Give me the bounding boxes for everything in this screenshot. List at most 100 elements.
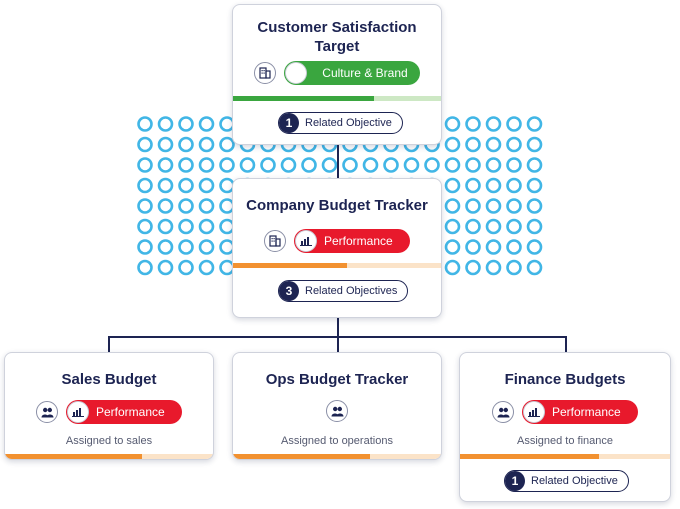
decorative-dot [137, 157, 153, 173]
progress-fill [233, 96, 375, 101]
progress-bar [5, 454, 213, 459]
team-people-icon [492, 401, 514, 423]
decorative-dot [137, 259, 153, 276]
decorative-dot [137, 136, 153, 153]
decorative-dot [506, 239, 522, 255]
decorative-dot [362, 157, 379, 173]
decorative-dot [178, 259, 194, 276]
decorative-dot [137, 218, 153, 235]
progress-fill [460, 454, 599, 459]
decorative-dot [178, 157, 194, 173]
decorative-dot [506, 136, 522, 153]
decorative-dot [198, 198, 215, 214]
decorative-dot [485, 177, 502, 194]
decorative-dot [198, 157, 215, 173]
assigned-to-label: Assigned to sales [65, 435, 153, 447]
decorative-dot [239, 157, 256, 173]
team-people-icon [326, 400, 348, 422]
related-objectives-badge[interactable]: 1 Related Objective [504, 470, 629, 492]
decorative-dot [157, 157, 174, 173]
decorative-dot [485, 157, 502, 173]
decorative-dot [526, 116, 543, 132]
decorative-dot [198, 239, 215, 255]
decorative-dot [444, 136, 461, 153]
category-label: Culture & Brand [322, 66, 408, 80]
related-label: Related Objective [531, 475, 618, 487]
decorative-dot [465, 218, 481, 235]
decorative-dot [137, 177, 153, 194]
decorative-dot [444, 177, 461, 194]
related-count: 1 [505, 471, 525, 491]
assigned-to-label: Assigned to operations [281, 435, 393, 447]
decorative-dot [506, 177, 522, 194]
category-label: Performance [324, 234, 393, 248]
decorative-dot [198, 218, 215, 235]
category-label: Performance [552, 405, 621, 419]
card-title: Finance Budgets [504, 371, 626, 388]
decorative-dot [260, 157, 276, 173]
performance-chart-icon [523, 401, 545, 423]
decorative-dot [137, 239, 153, 255]
progress-fill [233, 454, 371, 459]
decorative-dot [526, 157, 543, 173]
decorative-dot [219, 136, 235, 153]
decorative-dot [506, 116, 522, 132]
category-label: Performance [96, 405, 165, 419]
decorative-dot [465, 198, 481, 214]
decorative-dot [506, 198, 522, 214]
decorative-dot [485, 198, 502, 214]
progress-fill [5, 454, 143, 459]
decorative-dot [178, 177, 194, 194]
decorative-dot [157, 136, 174, 153]
objective-card-company-budget[interactable]: Company Budget Tracker Performance 3 Rel… [232, 178, 442, 318]
category-pill[interactable]: Performance [294, 229, 410, 253]
decorative-dot [465, 239, 481, 255]
related-count: 3 [279, 281, 299, 301]
decorative-dot [403, 157, 420, 173]
assigned-to-label: Assigned to finance [516, 435, 613, 447]
decorative-dot [526, 177, 543, 194]
decorative-dot [485, 136, 502, 153]
decorative-dot [219, 157, 235, 173]
decorative-dot [157, 259, 174, 276]
decorative-dot [465, 116, 481, 132]
card-title-line2: Target [314, 38, 360, 55]
card-tags [233, 400, 441, 422]
objective-card-sales-budget[interactable]: Sales Budget Performance Assigned to sal… [4, 352, 214, 460]
decorative-dot [157, 239, 174, 255]
related-objectives-badge[interactable]: 1 Related Objective [278, 112, 403, 134]
decorative-dot [178, 239, 194, 255]
related-objectives-badge[interactable]: 3 Related Objectives [278, 280, 409, 302]
category-pill[interactable]: Performance [522, 400, 638, 424]
decorative-dot [485, 259, 502, 276]
card-tags: Culture & Brand [233, 61, 441, 85]
decorative-dot [444, 259, 461, 276]
progress-bar [233, 263, 441, 268]
performance-chart-icon [67, 401, 89, 423]
category-pill[interactable]: Culture & Brand [284, 61, 420, 85]
decorative-dot [444, 239, 461, 255]
company-building-icon [254, 62, 277, 84]
card-title: Customer Satisfaction Target [233, 18, 441, 56]
decorative-dot [485, 116, 502, 132]
objective-card-finance-budgets[interactable]: Finance Budgets Performance Assigned to … [459, 352, 671, 502]
decorative-dot [485, 239, 502, 255]
objective-card-customer-satisfaction[interactable]: Customer Satisfaction Target Culture & B… [232, 4, 442, 145]
decorative-dot [506, 259, 522, 276]
toggle-knob [285, 62, 308, 84]
related-label: Related Objective [305, 117, 392, 129]
card-title: Ops Budget Tracker [265, 371, 409, 388]
objective-card-ops-budget[interactable]: Ops Budget Tracker Assigned to operation… [232, 352, 442, 460]
decorative-dot [198, 116, 215, 132]
card-tags: Performance [5, 400, 213, 424]
category-pill[interactable]: Performance [66, 400, 182, 424]
decorative-dot [526, 259, 543, 276]
card-title: Company Budget Tracker [246, 197, 428, 214]
decorative-dot [280, 157, 297, 173]
decorative-dot [444, 157, 461, 173]
card-tags: Performance [233, 229, 441, 253]
decorative-dot [526, 198, 543, 214]
decorative-dot [424, 157, 440, 173]
company-building-icon [264, 230, 286, 252]
